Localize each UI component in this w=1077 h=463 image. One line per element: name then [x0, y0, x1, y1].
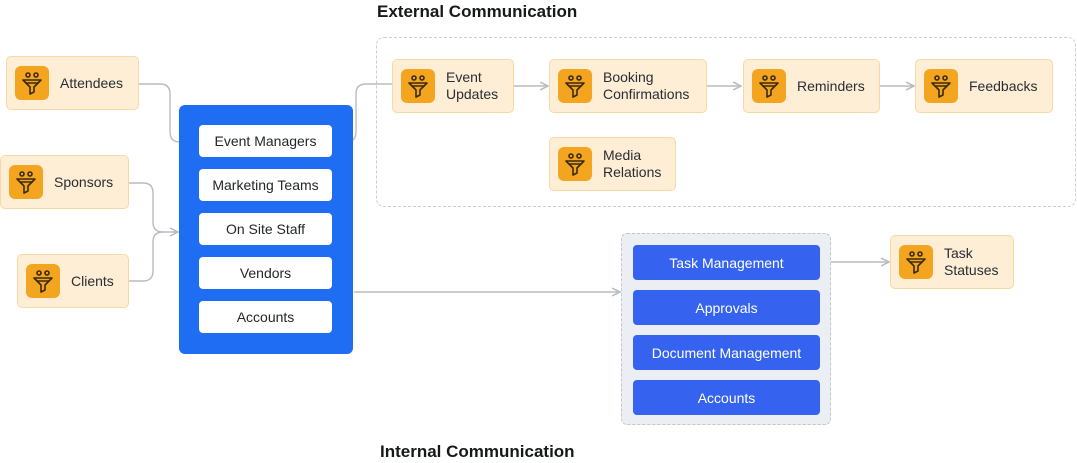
approvals-chip[interactable]: Approvals [633, 290, 820, 325]
node-label: Media Relations [603, 147, 662, 180]
node-label: Sponsors [54, 173, 114, 190]
node-label: Clients [71, 272, 114, 289]
funnel-icon [752, 69, 786, 103]
funnel-icon [401, 69, 435, 103]
funnel-icon [899, 245, 933, 279]
node-label: Task Statuses [944, 245, 999, 278]
connector-clients-to-stakeholders [129, 231, 164, 282]
role-vendors[interactable]: Vendors [199, 257, 332, 289]
node-label: Booking Confirmations [603, 69, 690, 102]
node-event-updates[interactable]: Event Updates [392, 59, 514, 113]
node-label: Event Updates [446, 69, 499, 102]
node-sponsors[interactable]: Sponsors [0, 155, 129, 209]
external-communication-group [376, 37, 1076, 207]
funnel-icon [924, 69, 958, 103]
node-label: Reminders [797, 77, 865, 94]
role-event-managers[interactable]: Event Managers [199, 125, 332, 157]
role-on-site-staff[interactable]: On Site Staff [199, 213, 332, 245]
internal-communication-group: Task Management Approvals Document Manag… [621, 233, 831, 425]
document-management-chip[interactable]: Document Management [633, 335, 820, 370]
node-label: Attendees [60, 74, 124, 91]
connector-sponsors-to-stakeholders [129, 182, 178, 232]
stakeholder-panel: Event Managers Marketing Teams On Site S… [179, 105, 353, 354]
role-marketing-teams[interactable]: Marketing Teams [199, 169, 332, 201]
node-clients[interactable]: Clients [17, 254, 129, 308]
node-feedbacks[interactable]: Feedbacks [915, 59, 1053, 113]
node-task-statuses[interactable]: Task Statuses [890, 235, 1014, 289]
heading-internal-communication: Internal Communication [380, 442, 575, 461]
funnel-icon [9, 165, 43, 199]
funnel-icon [558, 69, 592, 103]
heading-external-communication: External Communication [377, 2, 578, 21]
node-booking-confirmations[interactable]: Booking Confirmations [549, 59, 707, 113]
node-reminders[interactable]: Reminders [743, 59, 880, 113]
node-attendees[interactable]: Attendees [6, 56, 139, 110]
funnel-icon [15, 66, 49, 100]
accounts-chip[interactable]: Accounts [633, 380, 820, 415]
role-accounts[interactable]: Accounts [199, 301, 332, 333]
node-media-relations[interactable]: Media Relations [549, 137, 676, 191]
funnel-icon [26, 264, 60, 298]
funnel-icon [558, 147, 592, 181]
node-label: Feedbacks [969, 77, 1038, 94]
task-management-chip[interactable]: Task Management [633, 245, 820, 280]
